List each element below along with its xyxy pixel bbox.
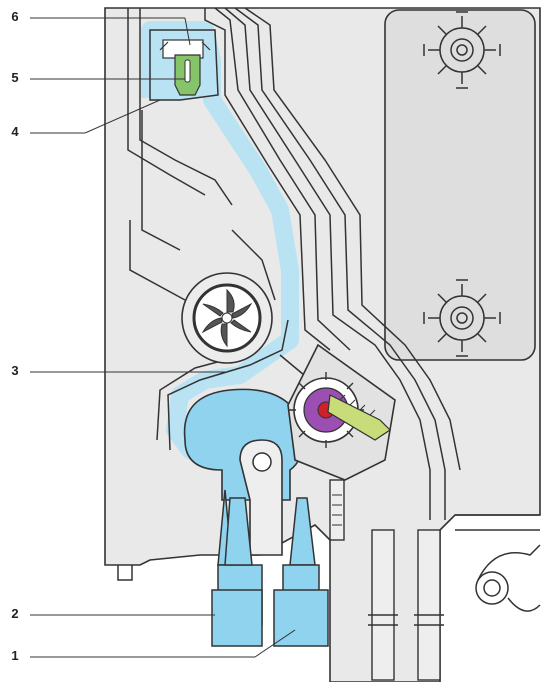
housing-foot <box>118 565 132 580</box>
callout-3: 3 <box>8 363 22 378</box>
circulation-pump <box>182 273 272 363</box>
callout-5: 5 <box>8 70 22 85</box>
bottom-bracket <box>455 515 540 611</box>
callout-1: 1 <box>8 648 22 663</box>
callout-4: 4 <box>8 124 22 139</box>
callout-6: 6 <box>8 9 22 24</box>
callout-2: 2 <box>8 606 22 621</box>
